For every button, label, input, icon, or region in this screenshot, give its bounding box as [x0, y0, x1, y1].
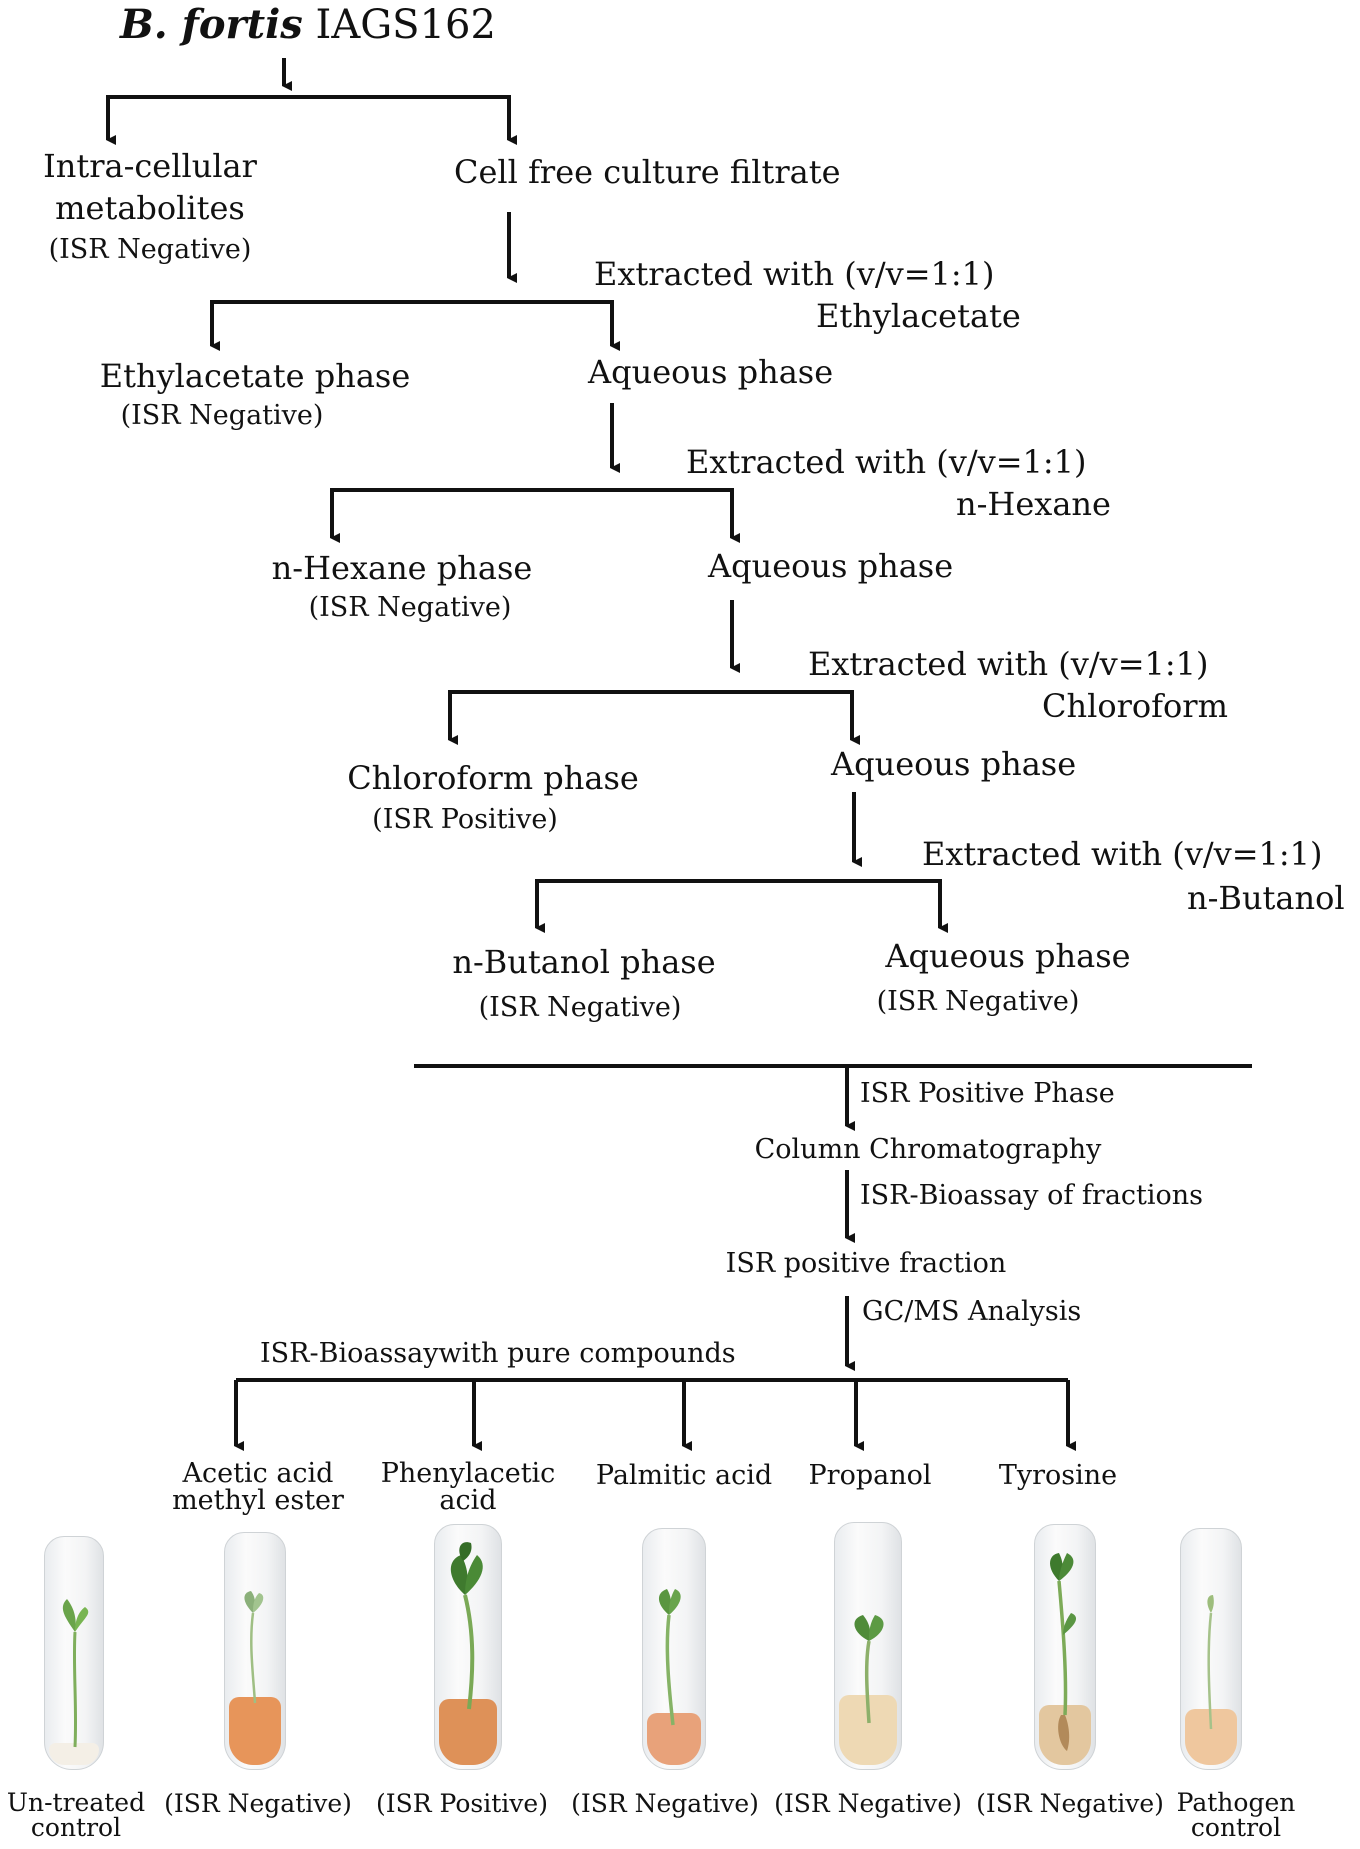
n-butanol-status: (ISR Negative) [478, 992, 682, 1023]
split-5 [535, 879, 942, 912]
n-hexane-status: (ISR Negative) [308, 592, 512, 623]
solvent-n-butanol: n-Butanol [1187, 879, 1345, 917]
chloroform-status: (ISR Positive) [372, 804, 558, 835]
compound-palmitic-acid: Palmitic acid [595, 1460, 773, 1491]
compound-propanol: Propanol [808, 1460, 932, 1491]
tube-photo-acetic-acid-methyl-ester [224, 1532, 286, 1770]
title-strain: IAGS162 [315, 2, 496, 48]
chloroform-phase: Chloroform phase [347, 759, 639, 797]
edge-gcms-analysis: GC/MS Analysis [862, 1296, 1082, 1327]
compound-1-line2: methyl ester [172, 1485, 344, 1516]
compound-2-line1: Phenylacetic [380, 1458, 556, 1489]
tube-photo-phenylacetic-acid [434, 1524, 502, 1770]
isr-positive-fraction: ISR positive fraction [725, 1248, 1007, 1279]
tube-photo-untreated [44, 1536, 104, 1770]
compound-2-line2: acid [439, 1485, 497, 1516]
compound-1-line1: Acetic acid [182, 1458, 334, 1489]
tube-photo-pathogen-control [1180, 1528, 1242, 1770]
bioassay-pure-compounds: ISR-Bioassaywith pure compounds [260, 1338, 736, 1369]
split-1 [106, 95, 511, 124]
tube-label-palmitic: (ISR Negative) [571, 1789, 759, 1818]
extraction-method-4: Extracted with (v/v=1:1) [922, 835, 1323, 873]
compound-tyrosine: Tyrosine [998, 1460, 1118, 1491]
aqueous-phase-4: Aqueous phase [885, 937, 1131, 975]
aqueous-phase-1: Aqueous phase [588, 353, 834, 391]
tube-label-acetic-acid: (ISR Negative) [164, 1789, 352, 1818]
ethylacetate-status: (ISR Negative) [120, 400, 324, 431]
compound-acetic-acid-methyl-ester: Acetic acid methyl ester [172, 1460, 344, 1514]
aqueous-phase-3: Aqueous phase [831, 745, 1077, 783]
split-4 [448, 690, 854, 724]
n-hexane-phase: n-Hexane phase [271, 549, 533, 587]
intracellular-status: (ISR Negative) [48, 234, 252, 265]
extraction-method-1: Extracted with (v/v=1:1) [594, 255, 995, 293]
cell-free-filtrate: Cell free culture filtrate [454, 153, 841, 191]
tube-photo-palmitic-acid [642, 1528, 706, 1770]
tube-label-tyrosine: (ISR Negative) [976, 1789, 1164, 1818]
aqueous-phase-2: Aqueous phase [708, 547, 954, 585]
solvent-chloroform: Chloroform [1042, 687, 1228, 725]
edge-isr-positive-phase: ISR Positive Phase [860, 1078, 1115, 1109]
tube-photo-tyrosine [1034, 1524, 1096, 1770]
title-species: B. fortis [120, 1, 303, 48]
solvent-n-hexane: n-Hexane [956, 485, 1111, 523]
compound-phenylacetic-acid: Phenylacetic acid [381, 1460, 556, 1514]
tube-7-line1: Pathogen [1176, 1788, 1296, 1817]
tube-7-line2: control [1190, 1813, 1282, 1842]
aqueous-phase-4-status: (ISR Negative) [876, 986, 1080, 1017]
intracellular-line2: metabolites [55, 189, 245, 227]
extraction-method-3: Extracted with (v/v=1:1) [808, 645, 1209, 683]
intracellular-line1: Intra-cellular [43, 147, 257, 185]
tube-1-line1: Un-treated [6, 1788, 146, 1817]
column-chromatography: Column Chromatography [754, 1134, 1102, 1165]
solvent-ethylacetate: Ethylacetate [816, 297, 1021, 335]
tube-label-propanol: (ISR Negative) [774, 1789, 962, 1818]
split-2 [210, 300, 614, 330]
tube-label-phenylacetic: (ISR Positive) [376, 1789, 548, 1818]
ethylacetate-phase: Ethylacetate phase [99, 357, 411, 395]
title: B. fortis IAGS162 [120, 1, 496, 49]
n-butanol-phase: n-Butanol phase [452, 943, 716, 981]
extraction-method-2: Extracted with (v/v=1:1) [686, 443, 1087, 481]
tube-photo-propanol [834, 1522, 902, 1770]
tube-1-line2: control [30, 1813, 122, 1842]
tube-label-untreated: Un-treated control [7, 1790, 145, 1840]
split-3 [330, 488, 734, 522]
edge-isr-bioassay-fractions: ISR-Bioassay of fractions [860, 1180, 1204, 1211]
tube-label-pathogen: Pathogen control [1177, 1790, 1296, 1840]
